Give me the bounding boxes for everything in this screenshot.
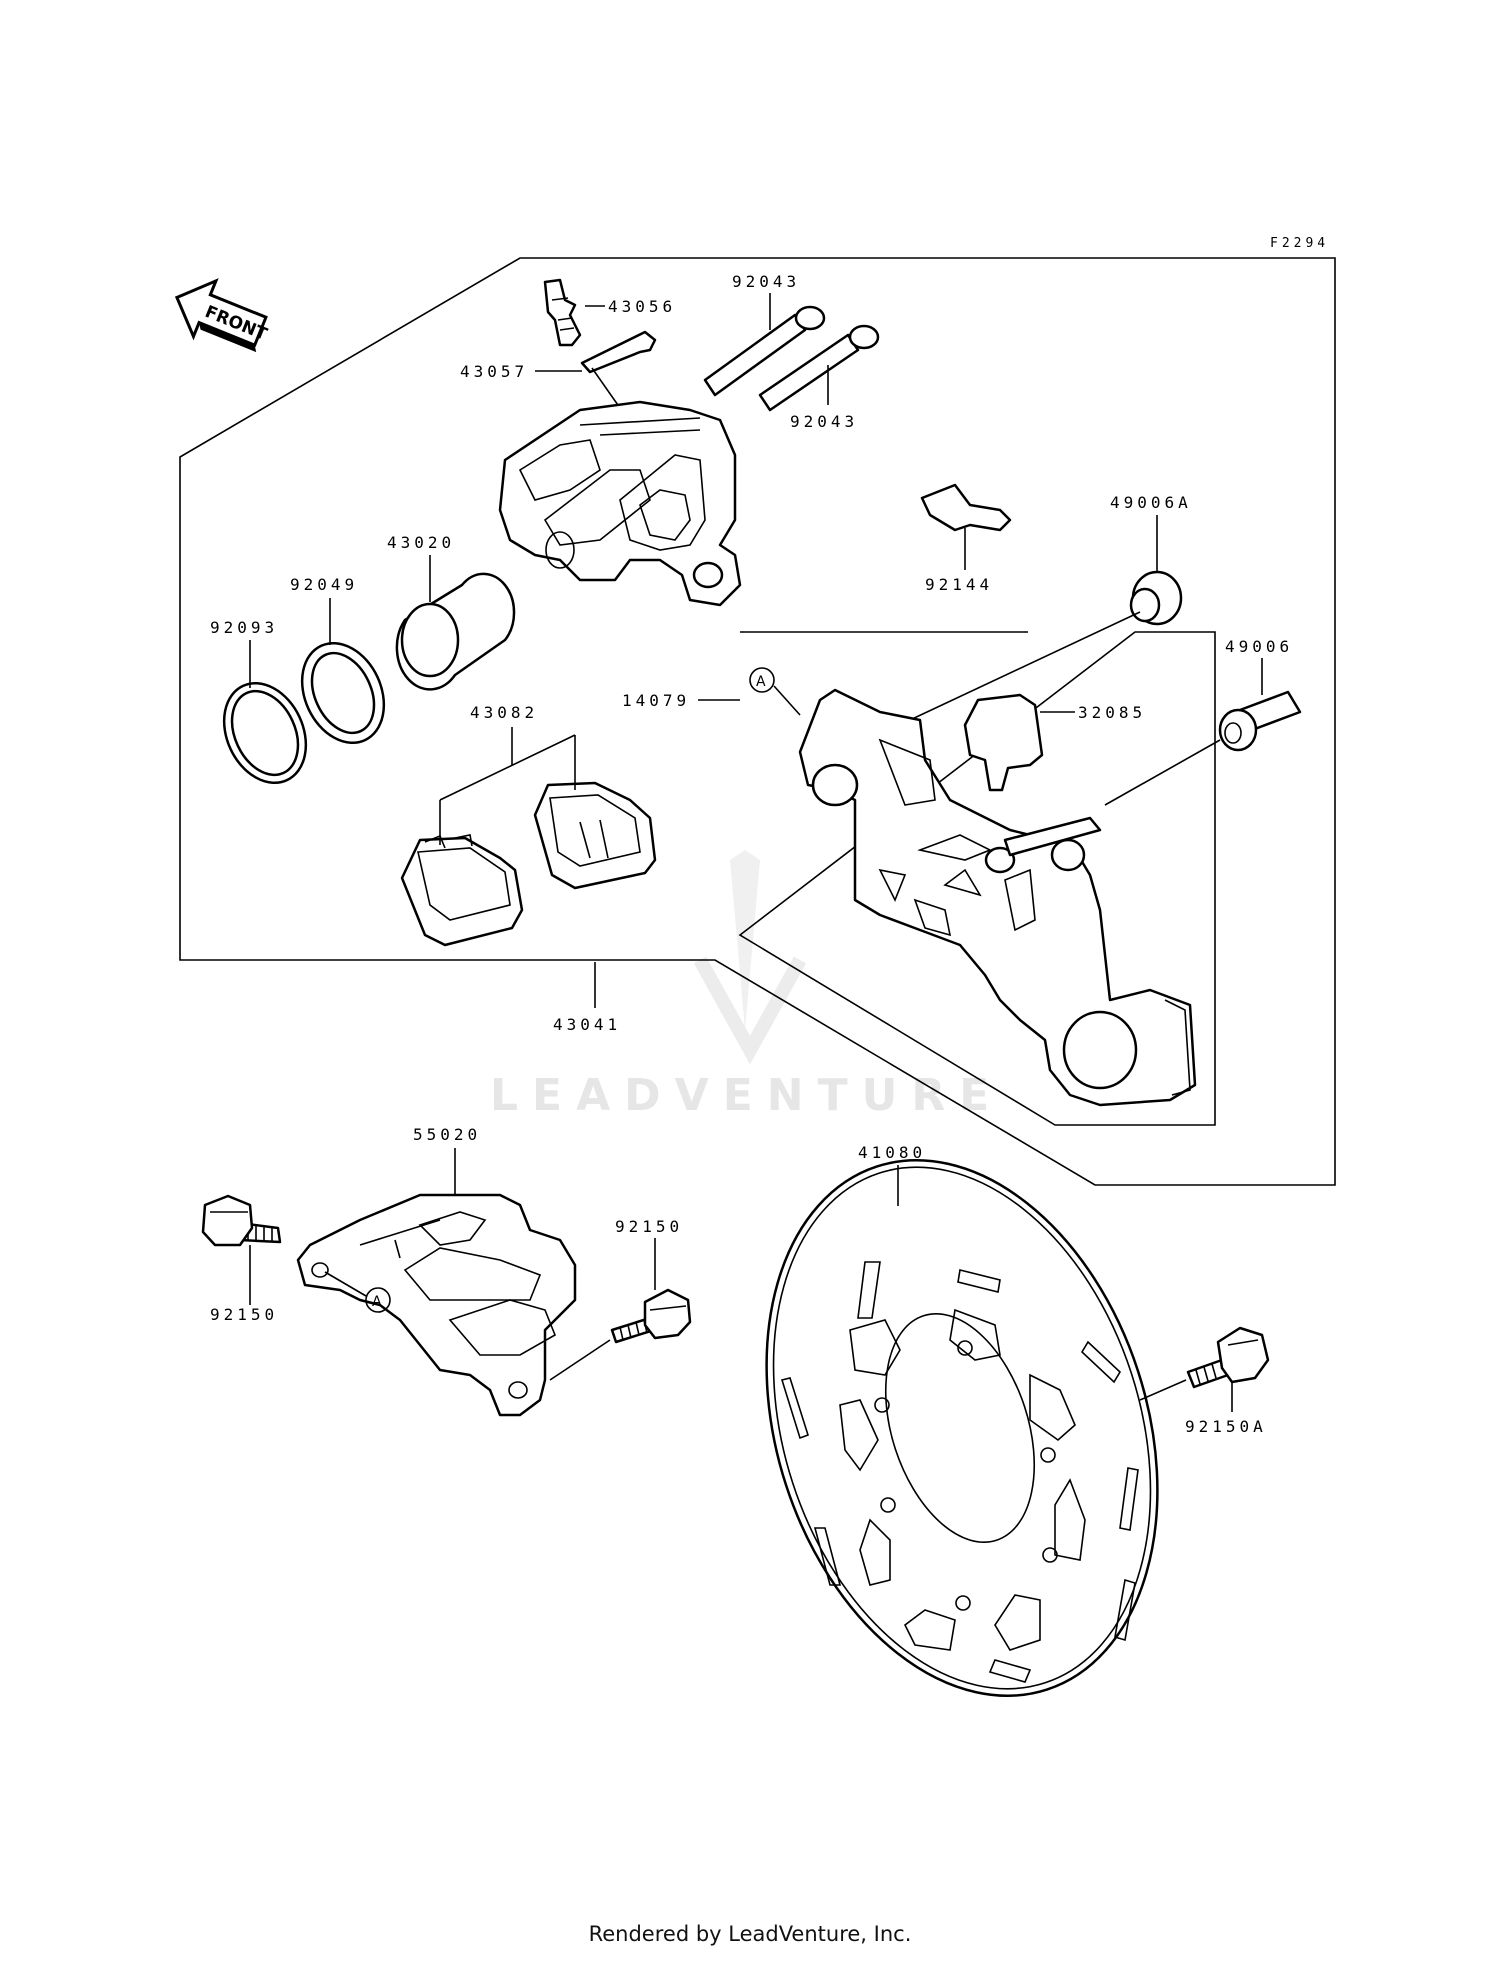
bleed-valve-part bbox=[543, 278, 582, 347]
label-92049: 92049 bbox=[290, 575, 358, 594]
watermark-text: LEADVENTURE bbox=[490, 1070, 1003, 1121]
brake-pad-right bbox=[533, 781, 657, 890]
label-92093: 92093 bbox=[210, 618, 278, 637]
label-43056: 43056 bbox=[608, 297, 676, 316]
label-92043-top: 92043 bbox=[732, 272, 800, 291]
pad-pin-upper bbox=[703, 305, 826, 397]
pad-spring-part bbox=[920, 483, 1012, 532]
label-49006A: 49006A bbox=[1110, 493, 1192, 512]
label-55020: 55020 bbox=[413, 1125, 481, 1144]
piston-part bbox=[395, 572, 516, 691]
pad-retainer-part bbox=[963, 693, 1044, 792]
label-14079: 14079 bbox=[622, 691, 690, 710]
assembly-boundary-14079 bbox=[738, 631, 1216, 1126]
footer-credit: Rendered by LeadVenture, Inc. bbox=[588, 1922, 912, 1946]
brake-pad-left bbox=[400, 834, 524, 947]
guard-bolt-left bbox=[201, 1194, 282, 1247]
label-32085: 32085 bbox=[1078, 703, 1146, 722]
callout-a-bracket-letter: A bbox=[756, 674, 766, 690]
assembly-boundary-43041 bbox=[179, 257, 1336, 1186]
label-92043-bottom: 92043 bbox=[790, 412, 858, 431]
callout-a-bracket bbox=[749, 667, 775, 693]
label-92150-left: 92150 bbox=[210, 1305, 278, 1324]
piston-seal-part bbox=[300, 641, 386, 745]
label-49006: 49006 bbox=[1225, 637, 1293, 656]
callout-a-guard bbox=[365, 1287, 391, 1313]
label-41080: 41080 bbox=[858, 1143, 926, 1162]
caliper-guard-part bbox=[296, 1193, 577, 1417]
label-92150A: 92150A bbox=[1185, 1417, 1267, 1436]
label-43057: 43057 bbox=[460, 362, 528, 381]
dust-seal-part bbox=[222, 681, 308, 785]
label-92150-right: 92150 bbox=[615, 1217, 683, 1236]
disc-bolt-part bbox=[1186, 1326, 1270, 1389]
label-43041: 43041 bbox=[553, 1015, 621, 1034]
label-43020: 43020 bbox=[387, 533, 455, 552]
label-92144: 92144 bbox=[925, 575, 993, 594]
brake-disc-part bbox=[765, 1159, 1159, 1697]
caliper-bracket-part bbox=[798, 688, 1197, 1107]
front-arrow: FRONT bbox=[174, 278, 270, 353]
watermark: LEADVENTURE bbox=[490, 850, 1003, 1121]
guard-bolt-right bbox=[610, 1288, 692, 1344]
bleed-cap-part bbox=[580, 330, 657, 374]
label-43082: 43082 bbox=[470, 703, 538, 722]
caliper-body-part bbox=[498, 400, 742, 607]
diagram-code: F2294 bbox=[1270, 236, 1329, 251]
pad-pin-lower bbox=[758, 324, 880, 412]
callout-a-guard-letter: A bbox=[372, 1294, 382, 1310]
slide-pin-part bbox=[1218, 690, 1302, 752]
boot-part bbox=[1129, 570, 1183, 626]
